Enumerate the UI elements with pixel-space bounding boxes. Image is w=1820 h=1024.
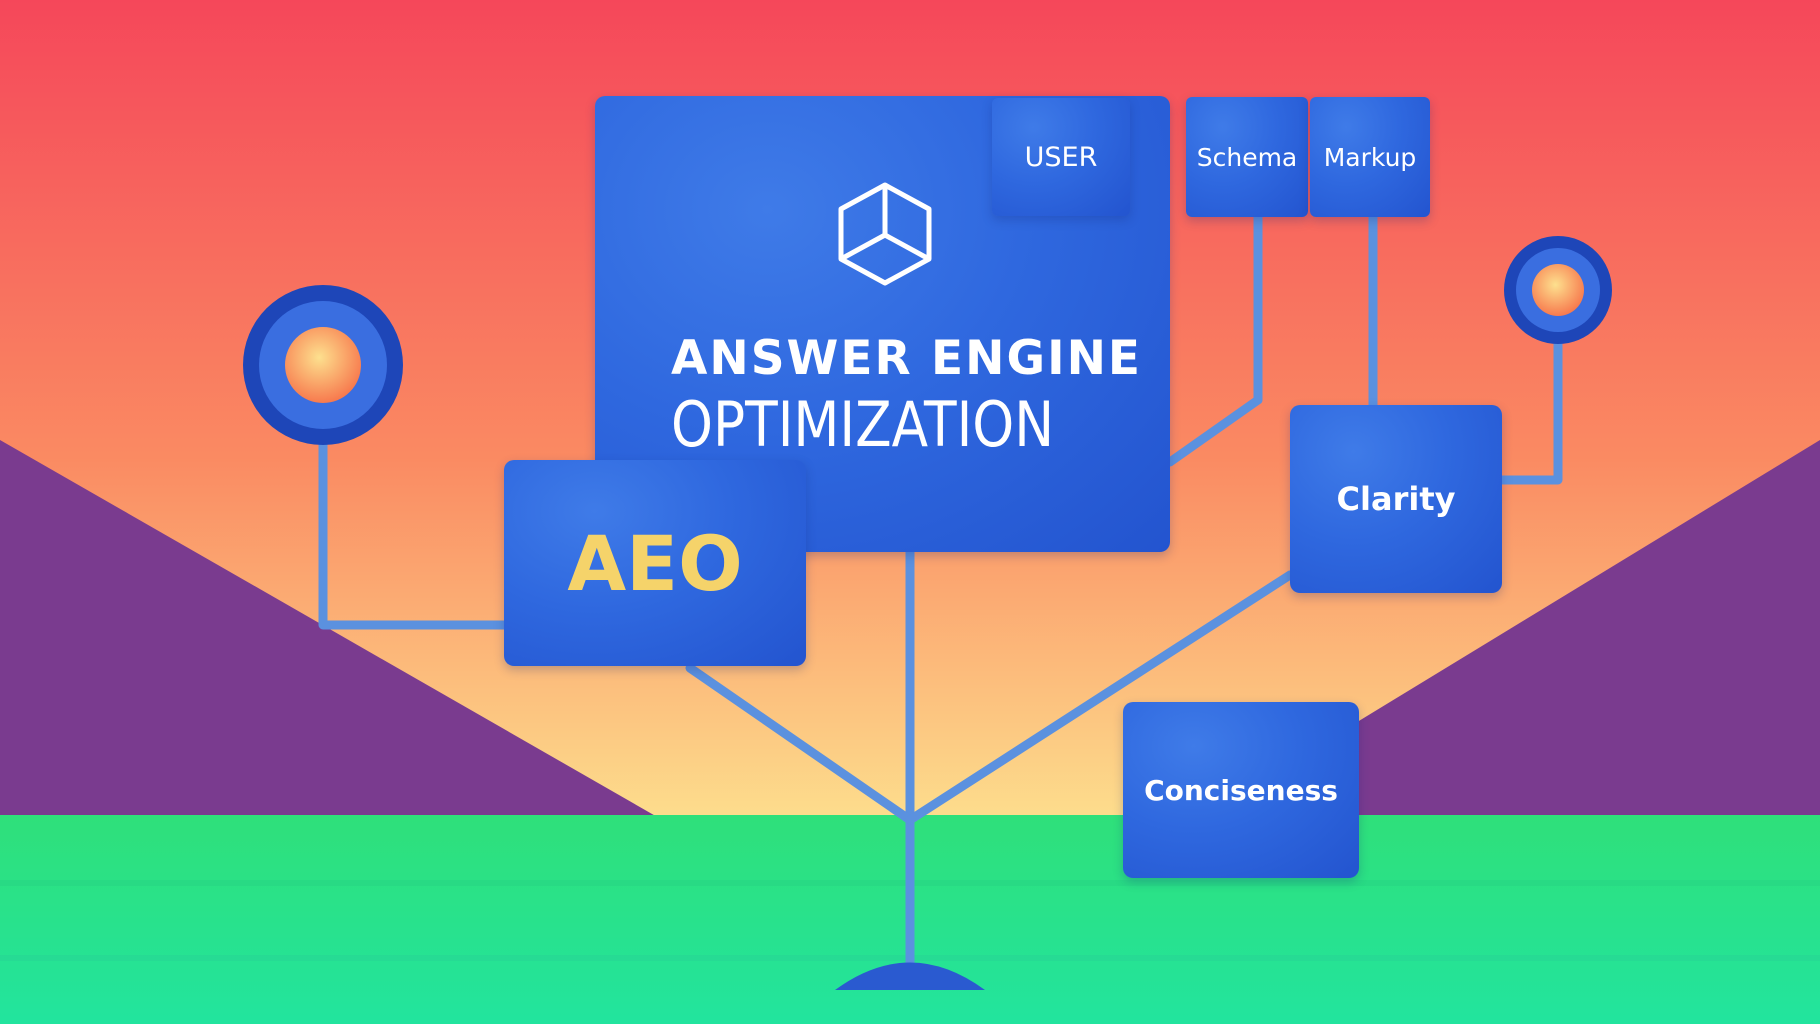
markup-node: Markup (1310, 97, 1430, 217)
clarity-node: Clarity (1290, 405, 1502, 593)
trunk-base (835, 962, 985, 990)
aeo-node: AEO (504, 460, 806, 666)
right-target-icon (1504, 236, 1612, 344)
conciseness-node: Conciseness (1123, 702, 1359, 878)
user-node: USER (992, 98, 1130, 216)
branch-aeo (685, 663, 915, 825)
main-title-line2: OPTIMIZATION (671, 388, 1055, 461)
branch-right-target (1497, 330, 1563, 485)
user-node-label: USER (1024, 141, 1098, 173)
branch-left-target (318, 435, 511, 630)
branch-clarity (905, 570, 1295, 825)
main-title-line1: ANSWER ENGINE (671, 331, 1143, 386)
left-target-icon (243, 285, 403, 445)
left-hill (0, 440, 680, 830)
branch-lines (318, 212, 1563, 980)
cube-icon (838, 182, 932, 286)
markup-node-label: Markup (1323, 142, 1417, 172)
clarity-node-label: Clarity (1336, 480, 1456, 518)
schema-node-label: Schema (1196, 142, 1298, 172)
aeo-node-label: AEO (567, 518, 743, 608)
conciseness-node-label: Conciseness (1144, 773, 1338, 807)
branch-schema (1165, 212, 1263, 467)
schema-node: Schema (1186, 97, 1308, 217)
